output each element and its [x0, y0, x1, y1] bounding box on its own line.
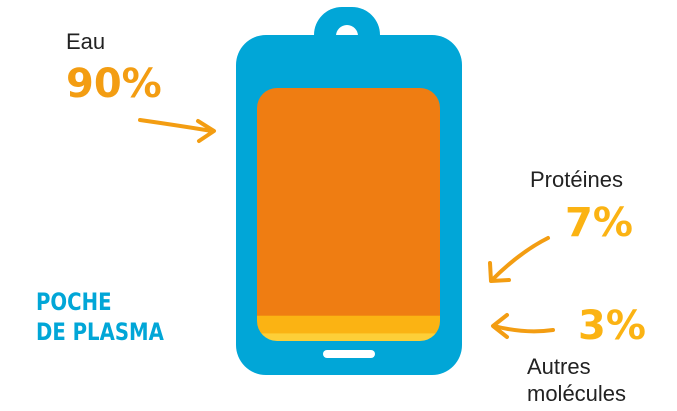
others-label-line1: Autres	[527, 354, 591, 379]
water-segment	[257, 88, 440, 317]
water-percent: 90%	[66, 61, 162, 107]
water-label: Eau	[66, 29, 106, 54]
others-percent: 3%	[578, 303, 646, 349]
proteins-label: Protéines	[530, 167, 623, 192]
proteins-percent: 7%	[565, 200, 633, 246]
title-line-1: POCHE	[36, 288, 112, 316]
title-line-2: DE PLASMA	[36, 318, 164, 346]
bag-bottom-slot	[323, 350, 375, 358]
others-label-line2: molécules	[527, 381, 627, 406]
others-segment	[257, 333, 440, 341]
proteins-segment	[257, 315, 440, 334]
